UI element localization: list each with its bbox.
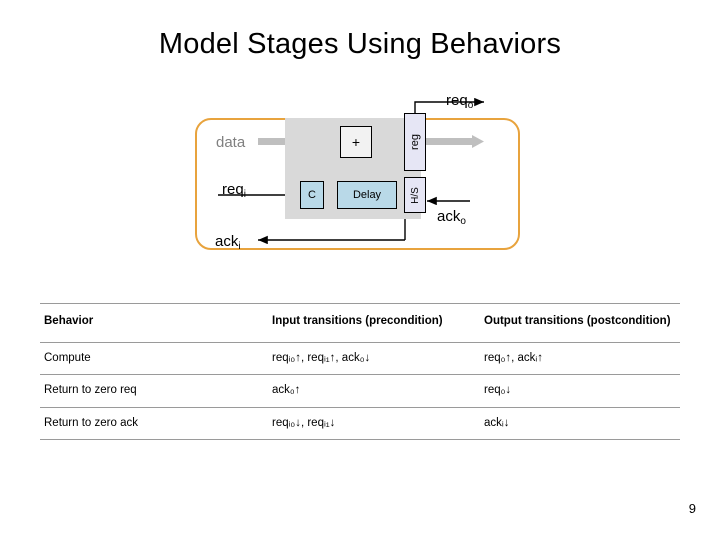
label-req-i: reqi bbox=[222, 181, 246, 200]
block-register-label: reg bbox=[409, 134, 421, 150]
column-header-behavior: Behavior bbox=[40, 303, 268, 343]
label-ack-o-sub: o bbox=[460, 216, 466, 227]
cell-output: req₀↑, ackᵢ↑ bbox=[480, 342, 680, 376]
block-handshake: H/S bbox=[404, 177, 426, 213]
label-ack-i-sub: i bbox=[238, 241, 241, 252]
stage-diagram: + reg C Delay H/S data reqi acki reqo ac… bbox=[0, 88, 720, 273]
label-req-i-sub: i bbox=[243, 189, 246, 200]
behavior-table: Behavior Input transitions (precondition… bbox=[40, 303, 680, 441]
block-handshake-label: H/S bbox=[409, 186, 421, 204]
block-delay-label: Delay bbox=[352, 189, 382, 201]
label-req-o-sub: o bbox=[467, 100, 474, 111]
label-ack-i-text: ack bbox=[215, 233, 239, 250]
cell-behavior: Return to zero req bbox=[40, 374, 268, 408]
label-ack-o: acko bbox=[437, 208, 466, 227]
block-delay: Delay bbox=[337, 181, 397, 209]
block-c-element: C bbox=[300, 181, 324, 209]
cell-input: ack₀↑ bbox=[268, 374, 480, 408]
cell-input: reqᵢ₀↑, reqᵢ₁↑, ack₀↓ bbox=[268, 342, 480, 376]
page-number: 9 bbox=[688, 501, 696, 516]
block-register: reg bbox=[404, 113, 426, 171]
table-row: Compute reqᵢ₀↑, reqᵢ₁↑, ack₀↓ req₀↑, ack… bbox=[40, 342, 680, 376]
label-req-o: reqo bbox=[446, 92, 474, 111]
label-data-text: data bbox=[216, 134, 246, 151]
cell-output: ackᵢ↓ bbox=[480, 407, 680, 441]
cell-output: req₀↓ bbox=[480, 374, 680, 408]
table-row: Return to zero ack reqᵢ₀↓, reqᵢ₁↓ ackᵢ↓ bbox=[40, 407, 680, 441]
block-adder: + bbox=[340, 126, 372, 158]
label-req-o-text: req bbox=[446, 92, 468, 109]
label-req-i-text: req bbox=[222, 181, 244, 198]
label-data: data bbox=[216, 134, 245, 151]
label-ack-i: acki bbox=[215, 233, 241, 252]
block-adder-label: + bbox=[351, 134, 361, 150]
cell-input: reqᵢ₀↓, reqᵢ₁↓ bbox=[268, 407, 480, 441]
table-header-row: Behavior Input transitions (precondition… bbox=[40, 303, 680, 343]
cell-behavior: Return to zero ack bbox=[40, 407, 268, 441]
table-row: Return to zero req ack₀↑ req₀↓ bbox=[40, 374, 680, 408]
column-header-output-transitions: Output transitions (postcondition) bbox=[480, 303, 680, 343]
label-ack-o-text: ack bbox=[437, 208, 461, 225]
cell-behavior: Compute bbox=[40, 342, 268, 376]
column-header-input-transitions: Input transitions (precondition) bbox=[268, 303, 480, 343]
page-title: Model Stages Using Behaviors bbox=[158, 28, 562, 60]
block-c-element-label: C bbox=[308, 189, 316, 201]
